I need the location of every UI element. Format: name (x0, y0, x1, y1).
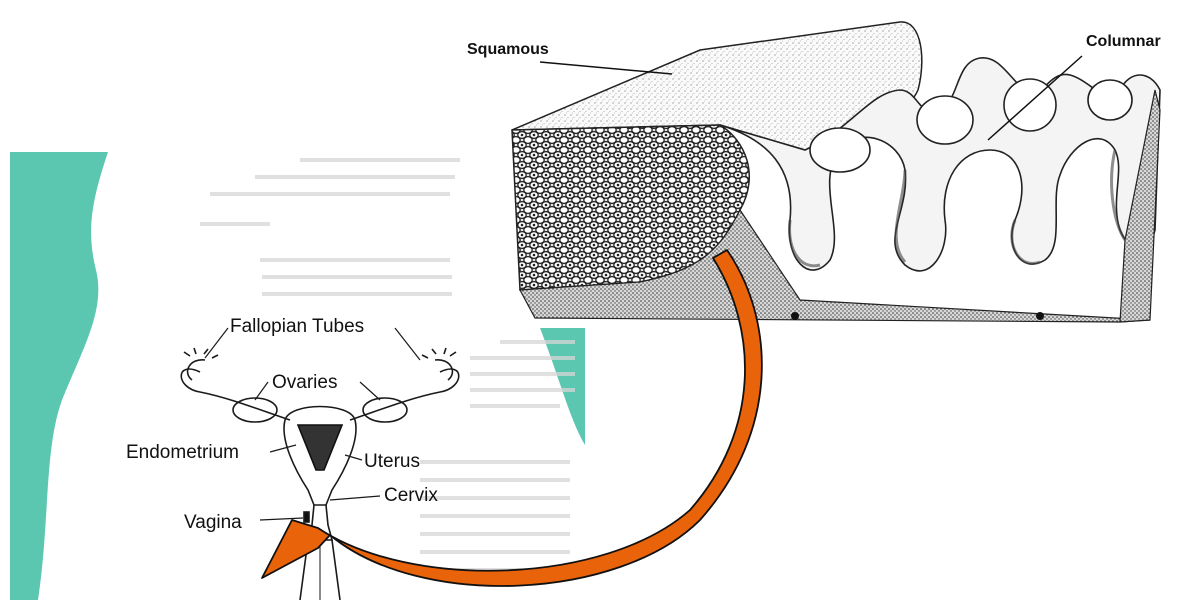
label-uterus: Uterus (364, 451, 420, 472)
label-fallopian-tubes: Fallopian Tubes (230, 316, 364, 337)
label-ovaries: Ovaries (272, 372, 337, 393)
tissue-illustration: Squamous Columnar (467, 22, 1161, 322)
label-endometrium: Endometrium (126, 442, 239, 463)
label-columnar: Columnar (1086, 33, 1161, 50)
label-vagina: Vagina (184, 512, 242, 533)
label-cervix: Cervix (384, 485, 438, 506)
squamous-leader-line (540, 62, 672, 74)
label-squamous: Squamous (467, 41, 549, 58)
